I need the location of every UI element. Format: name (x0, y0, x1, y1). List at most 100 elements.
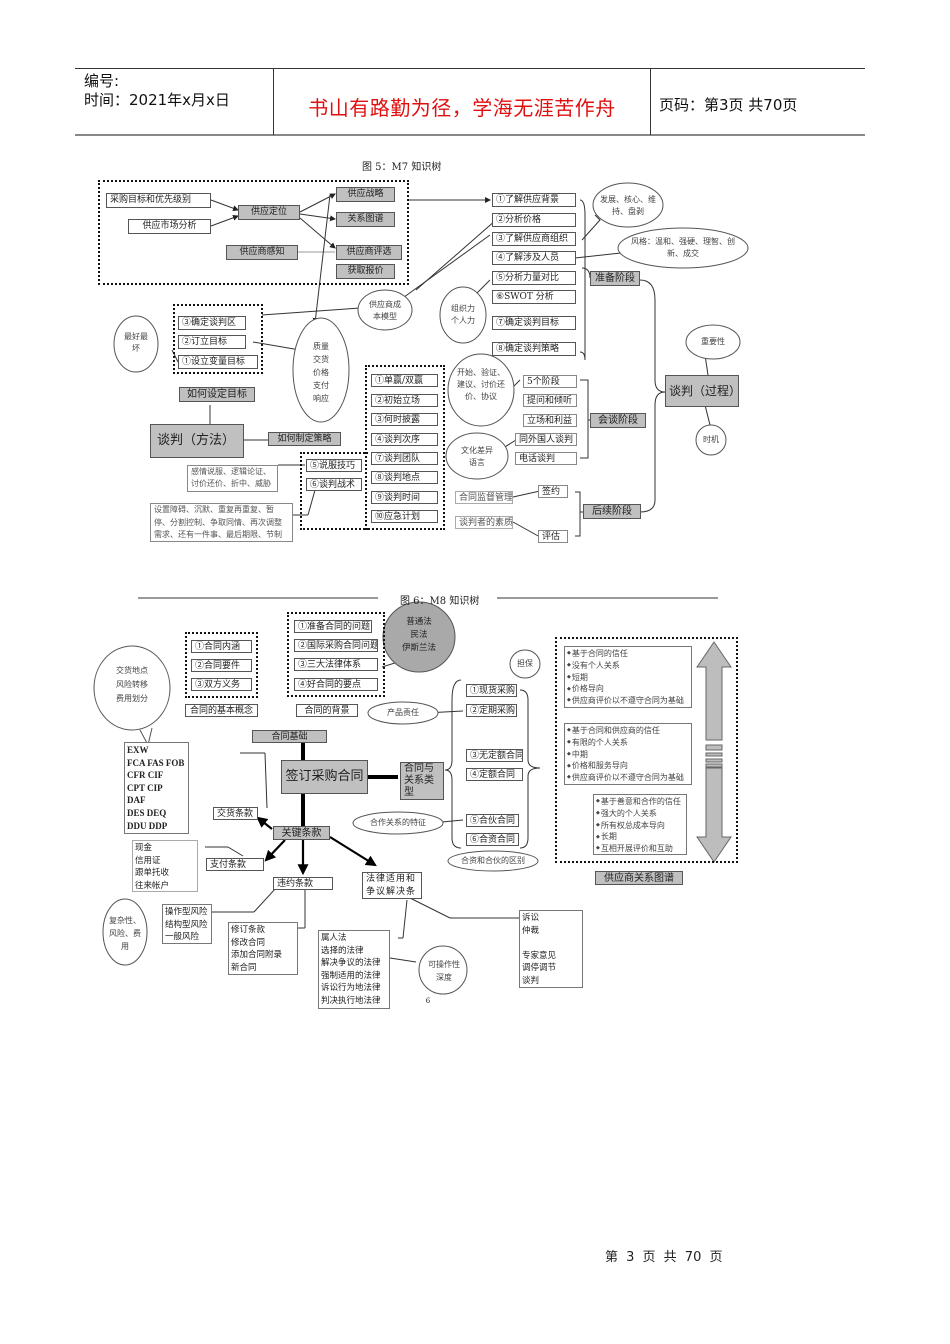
tactics-group (300, 452, 368, 530)
tactic-item: ⑤说服技巧 (306, 459, 362, 472)
bubble-jv-difference (447, 850, 539, 872)
strategy-item: ⑧谈判地点 (371, 471, 438, 484)
strategy-group (365, 365, 445, 530)
bubble-cost-model (357, 289, 413, 331)
bubble-culture-text: 文化差异语言 (461, 446, 493, 467)
prep-item: ④了解涉及人员 (492, 251, 576, 265)
type-item: ①现货采购 (466, 684, 517, 697)
footer-page-number: 第 3 页 共 70 页 (605, 1250, 723, 1265)
delivery-bubble-text: 交货地点 风险转移 费用划分 (116, 666, 148, 703)
sign-purchase-contract: 签订采购合同 (281, 760, 368, 794)
goal-group (173, 304, 263, 374)
arrow (264, 839, 286, 862)
relationship-group-short-term: 基于合同的信任 没有个人关系 短期 价格导向 供应商评价以不遵守合同为基础 (564, 646, 692, 708)
type-item: ②定期采购 (466, 704, 517, 717)
arrow (210, 214, 239, 227)
prep-item: ⑧确定谈判策略 (492, 342, 576, 356)
input-box: 采购目标和优先级别 (106, 193, 211, 208)
time-label: 时间：2021年x月x日 (84, 91, 230, 109)
law-dispute-terms: 法律适用和争议解决条款 (362, 872, 422, 899)
header-motto: 书山有路勤为径，学海无涯苦作舟 (308, 96, 616, 120)
negotiation-method: 谈判（方法） (150, 424, 244, 458)
prep-item: ③了解供应商组织 (492, 232, 576, 246)
follow-item: 签约 (538, 485, 568, 498)
background-item: ②国际采购合同问题 (294, 639, 378, 652)
complexity-bubble-text: 复杂性、 风险、费 用 (109, 916, 141, 951)
header-divider (650, 68, 651, 135)
strategy-item: ①单赢/双赢 (371, 374, 438, 387)
guarantee-text: 担保 (517, 659, 533, 668)
bubble-factors-text: 质量 交货 价格 支付 响应 (313, 342, 329, 403)
meeting-item: 同外国人谈判 (515, 433, 577, 446)
header-top-rule (75, 68, 865, 69)
background-group (287, 612, 385, 697)
positioning-group (98, 180, 409, 285)
how-set-strategy: 如何制定策略 (268, 432, 341, 446)
serial-label: 编号: (84, 72, 120, 90)
incoterms-list: EXW FCA FAS FOB CFR CIF CPT CIP DAF DES … (124, 742, 189, 834)
bubble-guarantee (509, 649, 541, 679)
bubble-importance (685, 324, 741, 360)
tactic-item: ⑥谈判战术 (306, 478, 362, 491)
arrow (299, 217, 336, 249)
meeting-item: 提问和倾听 (523, 394, 577, 407)
bubble-opening (447, 353, 515, 427)
breach-terms: 违约条款 (273, 877, 333, 890)
dispute-resolution-list: 诉讼 仲裁 专家意见 调停调节 谈判 (519, 910, 583, 988)
background-label: 合同的背景 (296, 704, 358, 717)
prep-item: ⑥SWOT 分析 (492, 290, 576, 304)
header-page-label: 页码：第3页 共70页 (659, 96, 798, 114)
basic-item: ③双方义务 (191, 678, 252, 691)
prep-item: ⑤分析力量对比 (492, 271, 576, 285)
figure-title-m7: 图 5：M7 知识树 (362, 162, 442, 173)
arrow (256, 816, 273, 830)
payment-list: 现金 信用证 跟单托收 往来帐户 (132, 840, 198, 892)
meeting-item: 立场和利益 (523, 414, 577, 427)
stage-meeting: 会谈阶段 (590, 413, 646, 428)
follow-note: 谈判者的素质 (455, 516, 513, 529)
persuasion-note: 感情说服、逻辑论证、讨价还价、折中、威胁 (187, 465, 278, 492)
bubble-factors (292, 317, 350, 423)
relationship-group-mid-term: 基于合同和供应商的信任 有限的个人关系 中期 价格和服务导向 供应商评价以不遵守… (564, 723, 692, 785)
key-terms: 关键条款 (273, 826, 330, 840)
contract-relationship-types: 合同与关系类型 (400, 762, 444, 800)
applicable-law-list: 属人法 选择的法律 解决争议的法律 强制适用的法律 诉讼行为地法律 判决执行地法… (318, 930, 390, 1009)
relationship-group-long-term: 基于善意和合作的信任 强大的个人关系 所有权总成本导向 长期 互相开展评价和互助 (593, 794, 687, 855)
bubble-complexity (102, 898, 148, 966)
law-systems-text: 普通法 民法 伊斯兰法 (401, 617, 436, 653)
small-page-number: 6 (425, 997, 431, 1005)
partnership-feature-text: 合作关系的特征 (370, 818, 426, 827)
bubble-timing-text: 时机 (703, 435, 719, 444)
strategy-item: ④谈判次序 (371, 433, 438, 446)
amendment-list: 修订条款 修改合同 添加合同附录 新合同 (228, 922, 298, 975)
delivery-terms: 交货条款 (213, 807, 258, 820)
bubble-development-text: 发展、核心、维持、盘剥 (600, 195, 656, 216)
arrow (299, 193, 336, 213)
bubble-product-liability (367, 701, 439, 725)
prep-item: ②分析价格 (492, 213, 576, 227)
contract-foundation: 合同基础 (252, 730, 327, 743)
type-item: ③无定额合同 (466, 749, 523, 762)
payment-terms: 支付条款 (206, 858, 264, 871)
strategy-item: ⑩应急计划 (371, 510, 438, 523)
meeting-item: 5个阶段 (523, 375, 577, 388)
output-box: 供应商评选 (336, 245, 402, 260)
meeting-item: 电话谈判 (515, 452, 577, 465)
basic-group (185, 632, 258, 698)
strategy-item: ②初始立场 (371, 394, 438, 407)
goal-item: ①设立变量目标 (178, 355, 258, 369)
stage-follow: 后续阶段 (583, 504, 641, 519)
how-set-goal: 如何设定目标 (179, 387, 255, 402)
type-item: ④定额合同 (466, 768, 523, 781)
stage-prep: 准备阶段 (590, 271, 640, 286)
product-liability-text: 产品责任 (387, 708, 419, 717)
header-meta: 编号: 时间：2021年x月x日 (84, 72, 230, 110)
bubble-org-power-text: 组织力个人力 (451, 304, 475, 325)
perception-box: 供应商感知 (226, 245, 298, 260)
follow-item: 评估 (538, 530, 568, 543)
output-box: 关系图谱 (336, 212, 395, 227)
background-item: ③三大法律体系 (294, 658, 378, 671)
arrow (312, 194, 331, 324)
bubble-best-worst (113, 315, 159, 373)
